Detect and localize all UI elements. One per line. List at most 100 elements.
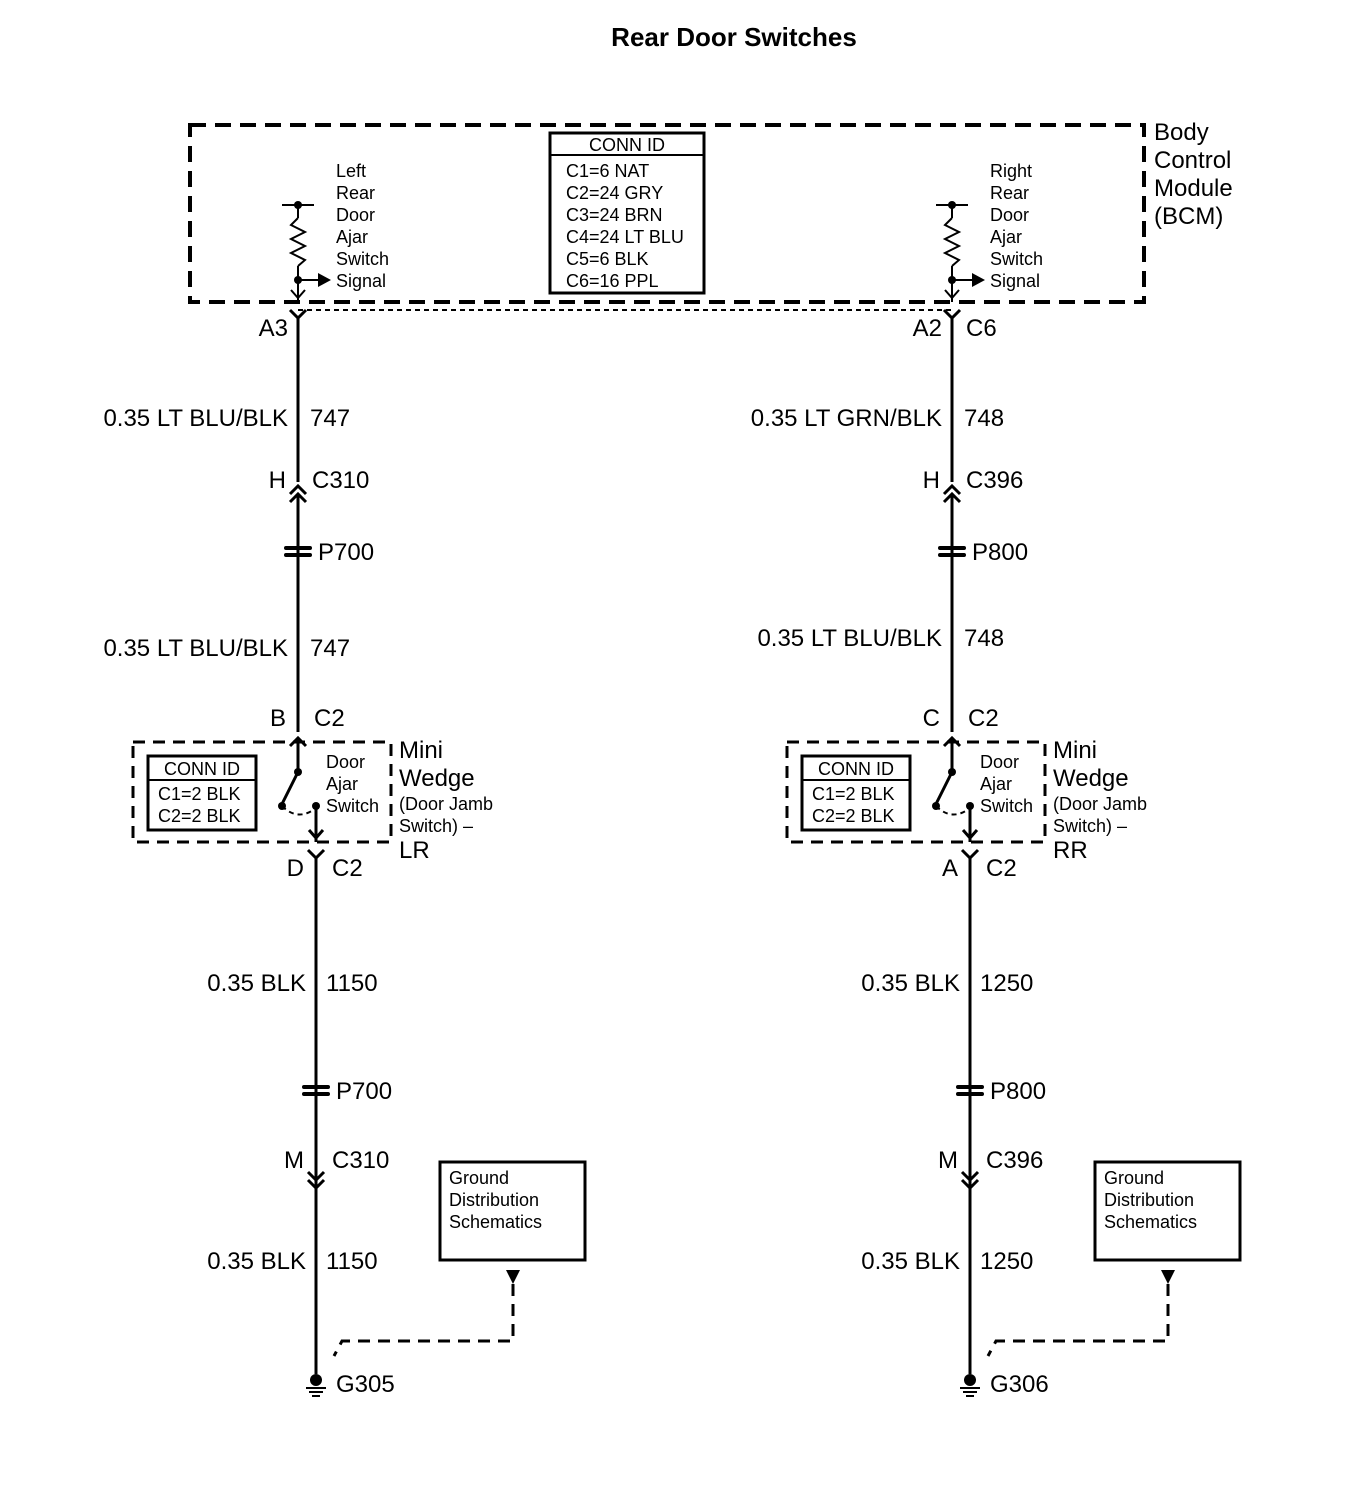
right-switch-name: Mini Wedge (Door Jamb Switch) – RR	[1053, 737, 1147, 864]
svg-text:C1=2 BLK: C1=2 BLK	[812, 784, 895, 804]
left-ground-label: G305	[336, 1371, 395, 1398]
left-ground-reference: Ground Distribution Schematics	[332, 1160, 587, 1357]
svg-text:(BCM): (BCM)	[1154, 203, 1223, 230]
svg-text:Mini: Mini	[399, 737, 443, 764]
right-pass1: P800	[972, 539, 1028, 566]
left-pass-through-grommet-upper	[284, 546, 312, 557]
left-switch-label: Door Ajar Switch	[326, 752, 379, 816]
svg-text:(Door Jamb: (Door Jamb	[1053, 794, 1147, 814]
right-wire1-gauge: 0.35 LT GRN/BLK	[751, 405, 942, 432]
left-wire3-circuit: 1150	[326, 970, 378, 997]
right-wire-lower	[960, 848, 980, 1374]
left-wire4-circuit: 1150	[326, 1248, 378, 1275]
right-sw-out-pin: A	[942, 855, 958, 882]
svg-text:Switch: Switch	[990, 249, 1043, 269]
svg-text:Switch: Switch	[980, 796, 1033, 816]
left-wire1-circuit: 747	[310, 405, 350, 432]
conn-id-row: C3=24 BRN	[566, 205, 663, 225]
svg-text:Door: Door	[990, 205, 1029, 225]
svg-text:Door: Door	[980, 752, 1019, 772]
svg-text:Ajar: Ajar	[990, 227, 1022, 247]
left-conn2-pin: M	[284, 1147, 304, 1174]
svg-text:Ajar: Ajar	[336, 227, 368, 247]
conn-id-row: C4=24 LT BLU	[566, 227, 684, 247]
right-conn2-pin: M	[938, 1147, 958, 1174]
svg-text:Body: Body	[1154, 119, 1209, 146]
right-sw-in-pin: C	[923, 705, 940, 732]
left-conn1-pin: H	[269, 467, 286, 494]
left-conn1-id: C310	[312, 467, 369, 494]
left-ground-icon	[306, 1374, 326, 1397]
right-sw-out-id: C2	[986, 855, 1017, 882]
right-wire4-circuit: 1250	[980, 1248, 1033, 1275]
svg-text:Switch: Switch	[326, 796, 379, 816]
svg-text:Ground: Ground	[449, 1168, 509, 1188]
conn-id-row: C2=24 GRY	[566, 183, 663, 203]
right-pass-through-grommet-lower	[956, 1085, 984, 1096]
svg-text:Rear: Rear	[336, 183, 375, 203]
svg-text:Module: Module	[1154, 175, 1233, 202]
right-conn2-id: C396	[986, 1147, 1043, 1174]
svg-text:Switch) –: Switch) –	[399, 816, 473, 836]
svg-text:Mini: Mini	[1053, 737, 1097, 764]
right-wire4-gauge: 0.35 BLK	[861, 1248, 960, 1275]
svg-text:C2=2 BLK: C2=2 BLK	[812, 806, 895, 826]
right-pass-through-grommet-upper	[938, 546, 966, 557]
left-wire-upper	[288, 308, 308, 732]
right-bcm-pin: A2	[913, 315, 942, 342]
left-signal-label: Left Rear Door Ajar Switch Signal	[336, 161, 389, 291]
svg-text:Signal: Signal	[990, 271, 1040, 291]
svg-text:Ajar: Ajar	[326, 774, 358, 794]
svg-text:C1=2 BLK: C1=2 BLK	[158, 784, 241, 804]
left-pass1: P700	[318, 539, 374, 566]
left-door-ajar-switch	[278, 735, 325, 842]
left-sw-in-pin: B	[270, 705, 286, 732]
right-switch-conn-id-table: CONN ID C1=2 BLK C2=2 BLK	[800, 754, 912, 832]
svg-text:CONN ID: CONN ID	[818, 759, 894, 779]
left-sw-out-id: C2	[332, 855, 363, 882]
left-wire-lower	[306, 848, 326, 1374]
svg-text:CONN ID: CONN ID	[164, 759, 240, 779]
right-ground-icon	[960, 1374, 980, 1397]
svg-text:Distribution: Distribution	[1104, 1190, 1194, 1210]
right-pass2: P800	[990, 1078, 1046, 1105]
conn-id-header: CONN ID	[589, 135, 665, 155]
right-conn1-pin: H	[923, 467, 940, 494]
svg-text:Left: Left	[336, 161, 366, 181]
svg-text:Ground: Ground	[1104, 1168, 1164, 1188]
right-wire-upper	[942, 308, 962, 732]
right-sw-in-id: C2	[968, 705, 999, 732]
left-bcm-pin: A3	[259, 315, 288, 342]
right-signal-circuit	[936, 201, 985, 302]
left-wire2-gauge: 0.35 LT BLU/BLK	[103, 635, 288, 662]
left-sw-in-id: C2	[314, 705, 345, 732]
svg-text:Schematics: Schematics	[1104, 1212, 1197, 1232]
conn-id-row: C5=6 BLK	[566, 249, 649, 269]
left-switch-conn-id-table: CONN ID C1=2 BLK C2=2 BLK	[146, 754, 258, 832]
left-sw-out-pin: D	[287, 855, 304, 882]
right-switch-label: Door Ajar Switch	[980, 752, 1033, 816]
bcm-module-box	[188, 123, 1146, 304]
bcm-label: Body Control Module (BCM)	[1154, 119, 1233, 230]
right-wire3-gauge: 0.35 BLK	[861, 970, 960, 997]
svg-text:Wedge: Wedge	[1053, 765, 1129, 792]
svg-text:C2=2 BLK: C2=2 BLK	[158, 806, 241, 826]
left-switch-box	[131, 740, 393, 844]
right-door-ajar-switch	[932, 735, 979, 842]
svg-text:Signal: Signal	[336, 271, 386, 291]
svg-text:Door: Door	[326, 752, 365, 772]
left-wire1-gauge: 0.35 LT BLU/BLK	[103, 405, 288, 432]
bcm-conn-id-table: CONN ID C1=6 NAT C2=24 GRY C3=24 BRN C4=…	[548, 131, 706, 295]
right-wire2-gauge: 0.35 LT BLU/BLK	[757, 625, 942, 652]
conn-id-row: C6=16 PPL	[566, 271, 659, 291]
left-wire3-gauge: 0.35 BLK	[207, 970, 306, 997]
svg-text:Rear: Rear	[990, 183, 1029, 203]
left-pass2: P700	[336, 1078, 392, 1105]
right-signal-label: Right Rear Door Ajar Switch Signal	[990, 161, 1043, 291]
svg-text:Door: Door	[336, 205, 375, 225]
right-wire2-circuit: 748	[964, 625, 1004, 652]
right-switch-box	[785, 740, 1047, 844]
svg-text:(Door Jamb: (Door Jamb	[399, 794, 493, 814]
svg-text:Control: Control	[1154, 147, 1231, 174]
